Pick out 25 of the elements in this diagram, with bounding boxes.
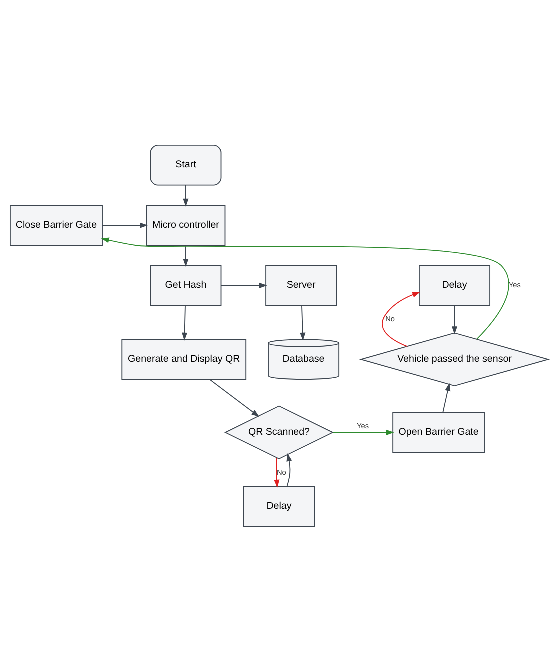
arrow (442, 382, 451, 412)
node-box: Generate and Display QR (122, 338, 247, 380)
arrow (452, 304, 458, 334)
arrow (332, 429, 394, 435)
arrow (209, 378, 260, 417)
node-box: Server (266, 264, 338, 306)
node-box: Start (150, 144, 222, 186)
node-box: Delay (419, 264, 490, 306)
node-diamond: QR Scanned? (224, 405, 334, 460)
arrow (300, 304, 306, 340)
arrow (182, 304, 188, 340)
node-box: Get Hash (150, 264, 222, 306)
arrow (382, 292, 421, 347)
arrow (102, 222, 148, 228)
arrow (183, 244, 189, 267)
node-box: Delay (244, 486, 315, 526)
arrow (220, 282, 268, 288)
arrow (183, 184, 189, 206)
node-box: Open Barrier Gate (392, 412, 485, 453)
arrow (101, 237, 510, 340)
node-diamond: Vehicle passed the sensor (359, 332, 550, 386)
arrow (274, 457, 280, 488)
node-box: Close Barrier Gate (10, 204, 103, 246)
arrow (286, 453, 292, 487)
node-box: Micro controller (146, 204, 226, 246)
